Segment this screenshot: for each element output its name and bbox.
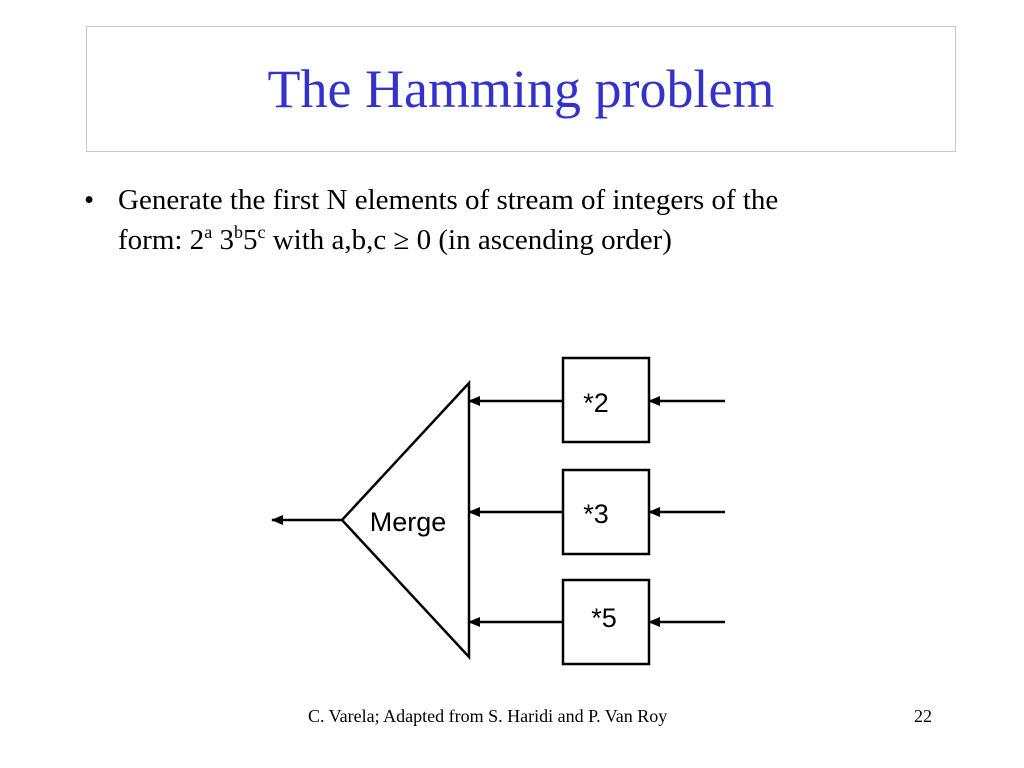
base-three: 3 [212,224,234,256]
exponent-a: a [204,222,213,242]
base-five: 5 [242,224,258,256]
bullet-text: Generate the first N elements of stream … [118,180,948,260]
exponent-c: c [257,222,266,242]
form-suffix: with a,b,c ≥ 0 (in ascending order) [265,224,672,256]
multiply-5-label: *5 [591,603,617,633]
form-prefix: form: 2 [118,224,205,256]
multiply-3-label: *3 [583,499,609,529]
bullet-line-1: Generate the first N elements of stream … [118,184,779,216]
title-box: The Hamming problem [86,26,956,152]
exponent-b: b [233,222,243,242]
merge-label: Merge [370,507,447,537]
slide-title: The Hamming problem [267,59,775,119]
footer-credit: C. Varela; Adapted from S. Haridi and P.… [308,706,668,726]
bullet-marker: • [84,184,95,216]
multiply-2-label: *2 [583,388,609,418]
merge-triangle [340,379,471,661]
page-number: 22 [914,706,932,726]
multiply-5-box [561,578,651,666]
